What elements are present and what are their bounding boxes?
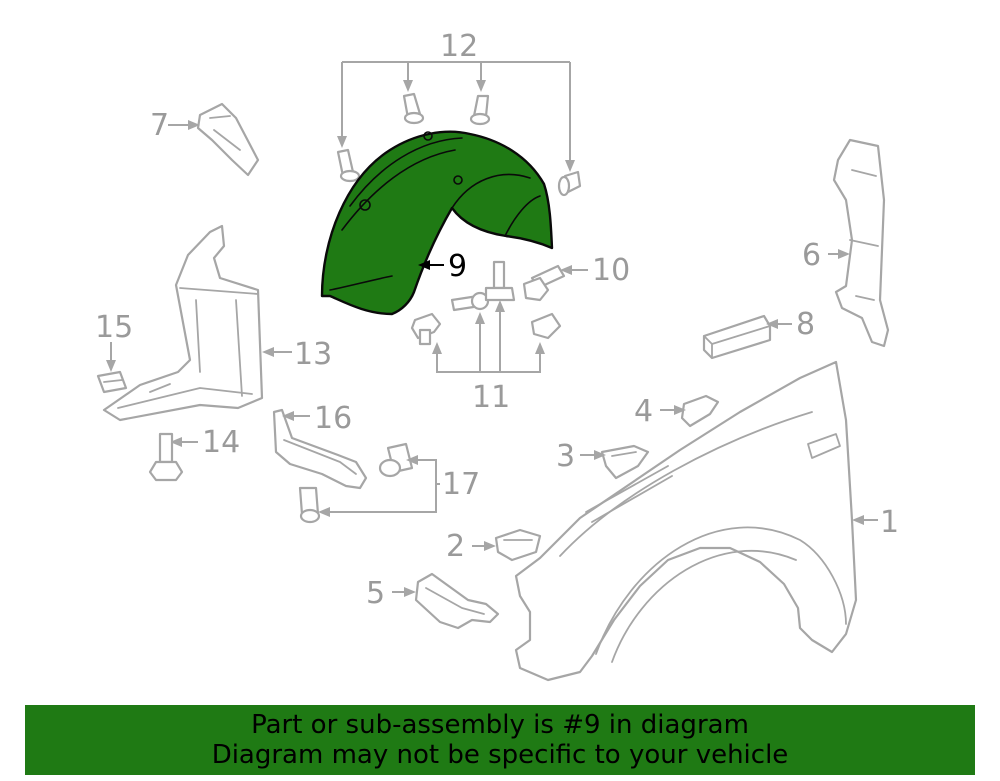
fender-liner-part-9 xyxy=(320,130,554,316)
clip-group-12 xyxy=(336,61,582,197)
clip-12c xyxy=(469,94,491,126)
bolt-part-10 xyxy=(522,264,588,302)
callout-16: 16 xyxy=(314,401,352,436)
bracket-part-4 xyxy=(660,394,720,428)
callout-4: 4 xyxy=(634,394,653,429)
bracket-part-5 xyxy=(392,572,500,630)
bracket-part-16 xyxy=(272,408,368,490)
parts-diagram: 1 2 3 4 5 6 7 8 9 10 11 12 13 14 15 16 1… xyxy=(95,29,899,682)
callout-5: 5 xyxy=(366,576,385,611)
splash-shield-part-13 xyxy=(102,224,292,422)
bolt-group-11 xyxy=(410,260,562,373)
front-fender-part-1 xyxy=(514,360,878,682)
callout-6: 6 xyxy=(802,238,821,273)
callout-17: 17 xyxy=(442,467,480,502)
part-info-banner: Part or sub-assembly is #9 in diagram Di… xyxy=(25,705,975,775)
callout-7: 7 xyxy=(150,108,169,143)
callout-10: 10 xyxy=(592,253,630,288)
callout-9: 9 xyxy=(448,249,467,284)
banner-line-disclaimer: Diagram may not be specific to your vehi… xyxy=(211,740,789,770)
pad-part-8 xyxy=(702,314,792,360)
bracket-part-7 xyxy=(168,102,260,177)
callout-13: 13 xyxy=(294,337,332,372)
callout-15: 15 xyxy=(95,310,133,345)
callout-14: 14 xyxy=(202,425,240,460)
callout-1: 1 xyxy=(880,505,899,540)
callout-8: 8 xyxy=(796,307,815,342)
bolt-part-14 xyxy=(148,432,198,482)
callout-11: 11 xyxy=(472,380,510,415)
bracket-part-3 xyxy=(580,444,650,480)
callout-3: 3 xyxy=(556,439,575,474)
clip-part-2 xyxy=(472,528,542,562)
clip-12d xyxy=(557,170,582,197)
callout-12: 12 xyxy=(440,29,478,64)
clip-part-15 xyxy=(96,342,128,394)
clip-12a xyxy=(336,148,361,183)
bracket-part-6 xyxy=(828,138,890,348)
clip-group-17 xyxy=(298,442,440,524)
clip-12b xyxy=(402,92,425,125)
callout-2: 2 xyxy=(446,529,465,564)
banner-line-part: Part or sub-assembly is #9 in diagram xyxy=(251,710,749,740)
